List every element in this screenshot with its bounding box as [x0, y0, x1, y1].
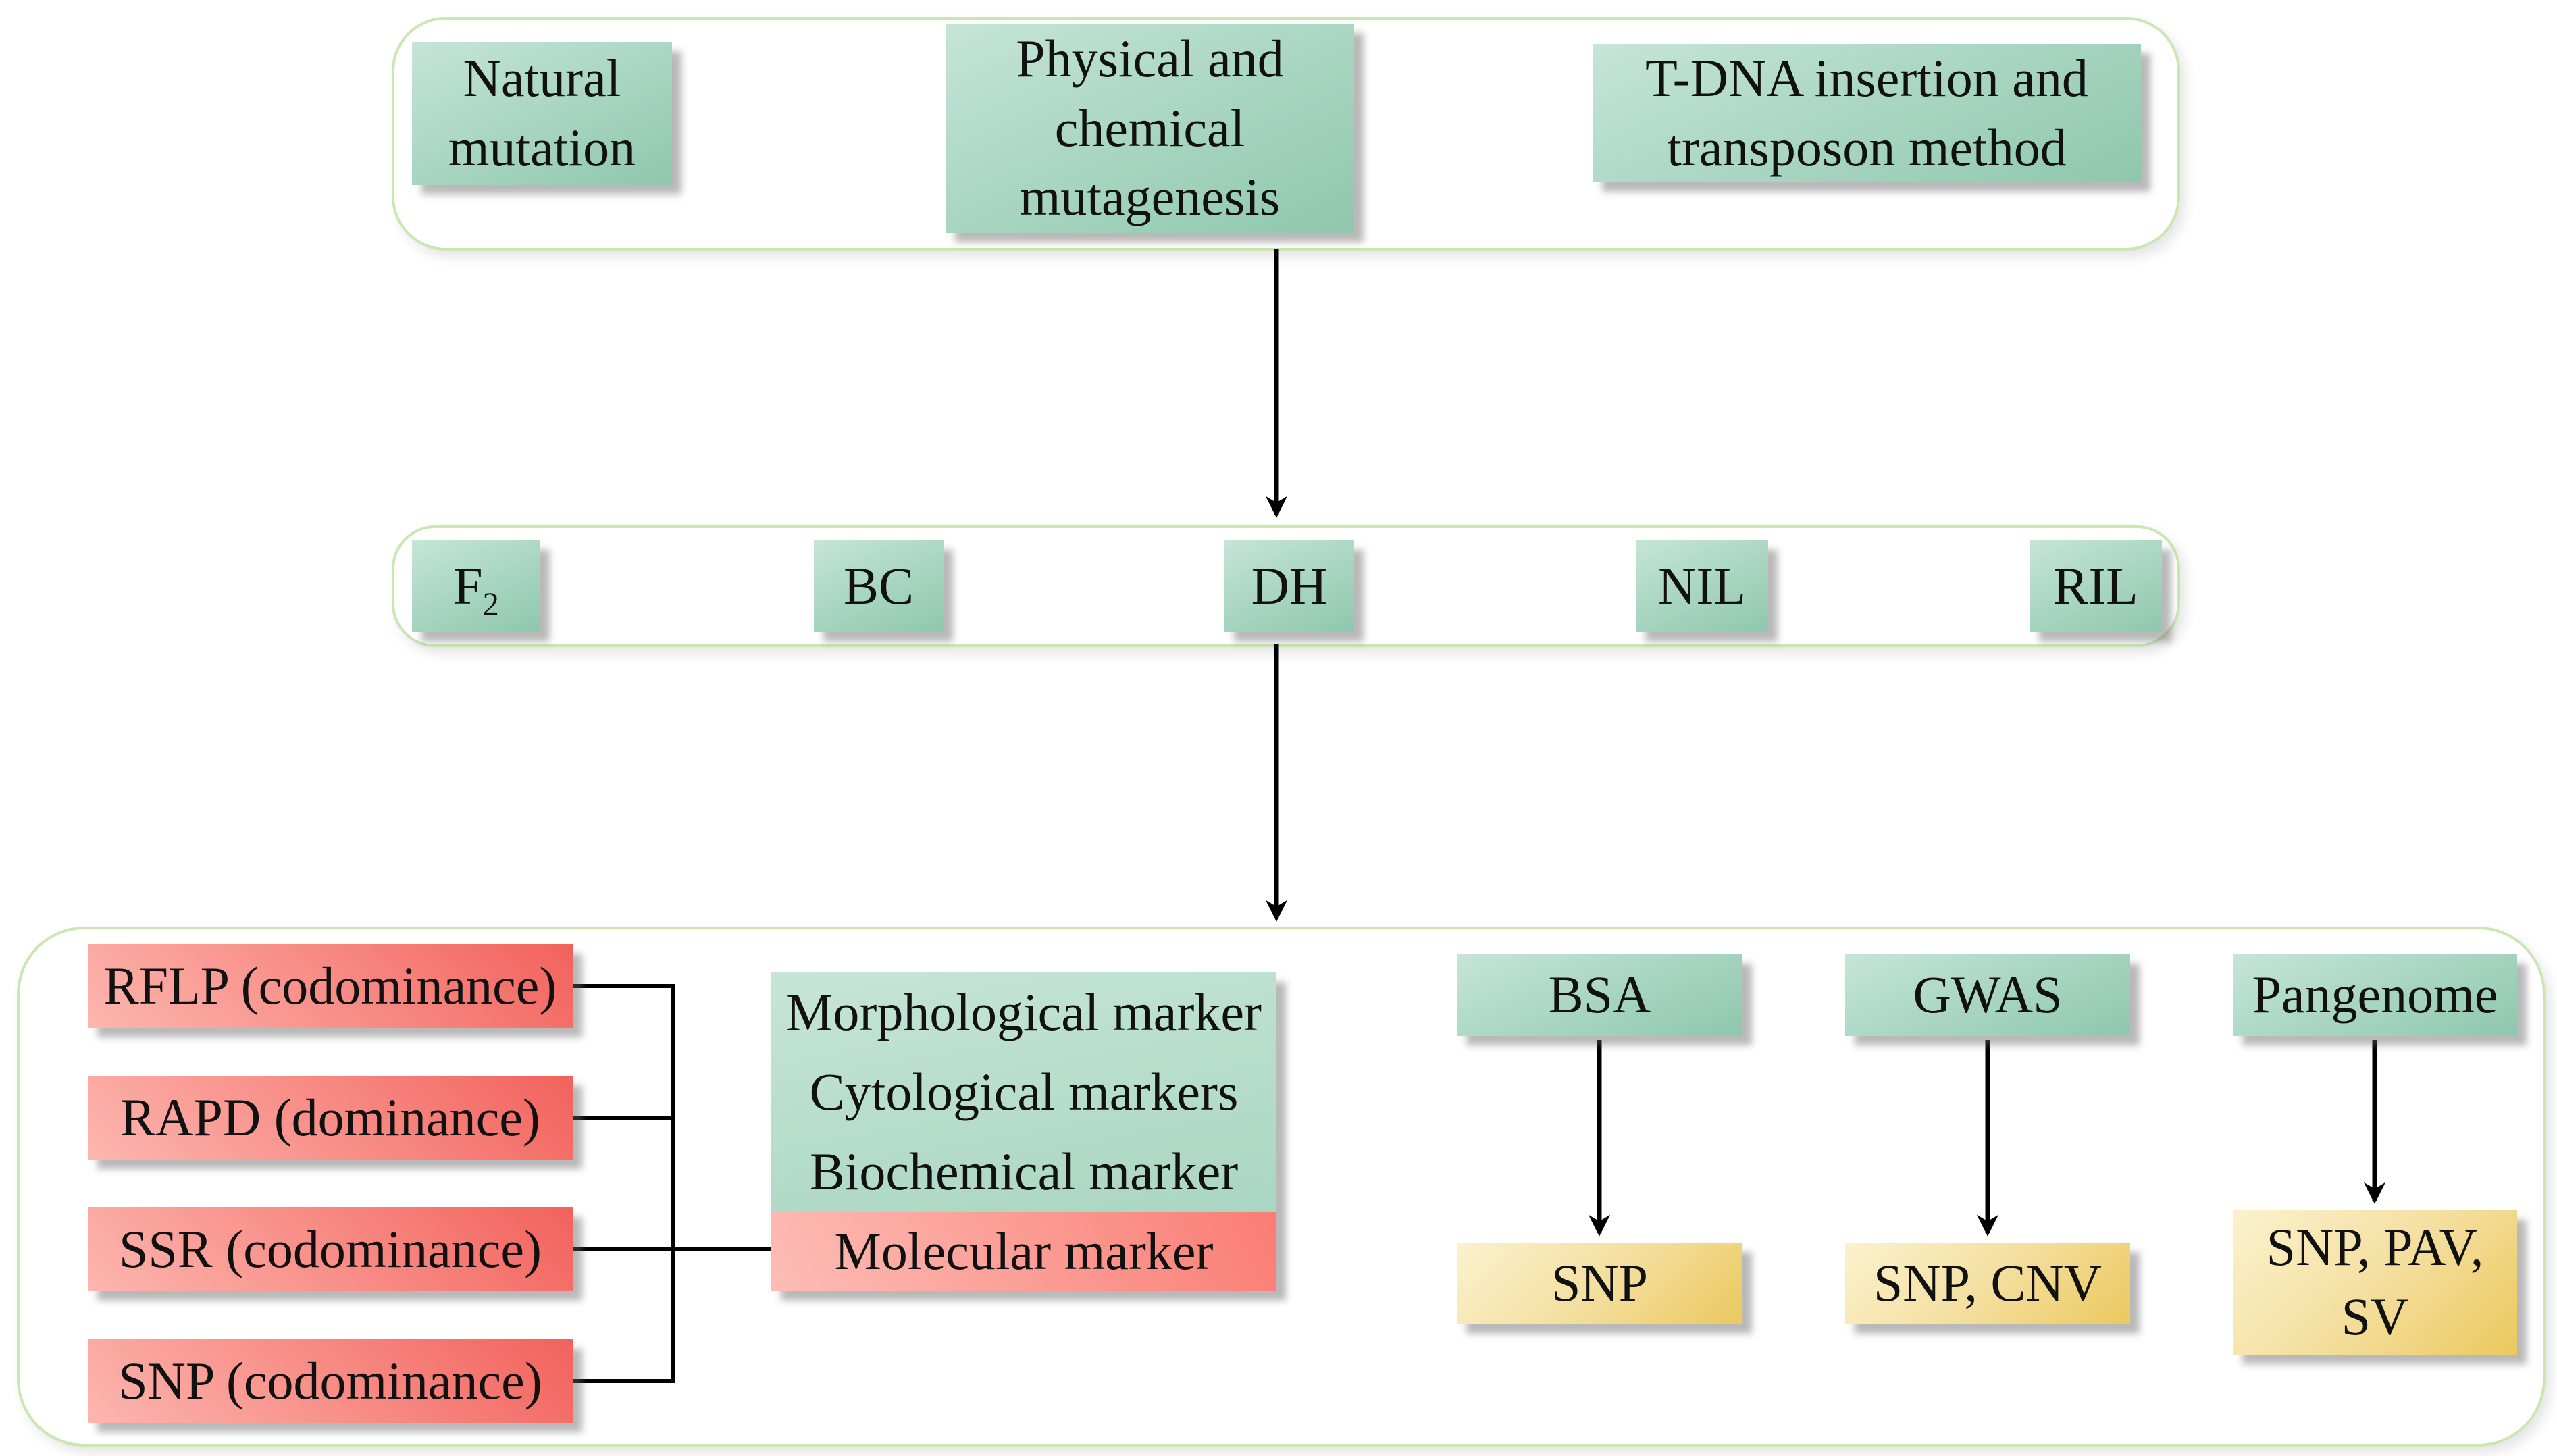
morphological-marker-row: Morphological marker [771, 972, 1276, 1052]
box-bc-population: BC [814, 540, 944, 632]
ril-label: RIL [2053, 556, 2138, 615]
tdna-transposon-label: T-DNA insertion and transposon method [1645, 48, 2088, 177]
box-bsa-result-snp: SNP [1457, 1243, 1742, 1324]
pangenome-label: Pangenome [2252, 965, 2498, 1024]
box-ril-population: RIL [2030, 540, 2162, 632]
box-tdna-transposon: T-DNA insertion and transposon method [1593, 44, 2141, 182]
box-pangenome-method: Pangenome [2233, 954, 2517, 1036]
cytological-markers-row: Cytological markers [771, 1052, 1276, 1132]
box-bsa-method: BSA [1457, 954, 1742, 1036]
ssr-label: SSR (codominance) [118, 1219, 542, 1278]
box-dh-population: DH [1224, 540, 1354, 632]
gwas-label: GWAS [1913, 965, 2063, 1024]
box-snp-codominance: SNP (codominance) [88, 1339, 573, 1423]
box-natural-mutation: Natural mutation [412, 42, 672, 185]
f2-label: F2 [453, 556, 499, 623]
box-gwas-method: GWAS [1845, 954, 2130, 1036]
bc-label: BC [843, 556, 914, 615]
box-pangenome-result-snp-pav-sv: SNP, PAV, SV [2233, 1210, 2517, 1355]
box-physical-chemical-mutagenesis: Physical and chemical mutagenesis [946, 24, 1354, 233]
box-nil-population: NIL [1636, 540, 1768, 632]
snp-codominance-label: SNP (codominance) [118, 1351, 542, 1410]
box-rflp: RFLP (codominance) [88, 944, 573, 1028]
pangenome-result-label: SNP, PAV, SV [2266, 1218, 2484, 1346]
marker-classes-box: Morphological marker Cytological markers… [771, 972, 1276, 1291]
natural-mutation-label: Natural mutation [448, 49, 636, 177]
gwas-result-label: SNP, CNV [1873, 1253, 2102, 1313]
rapd-label: RAPD (dominance) [120, 1087, 540, 1147]
bsa-result-label: SNP [1551, 1253, 1649, 1313]
morphological-marker-label: Morphological marker [786, 983, 1262, 1041]
box-gwas-result-snp-cnv: SNP, CNV [1845, 1243, 2130, 1324]
molecular-marker-row: Molecular marker [771, 1212, 1276, 1291]
box-ssr: SSR (codominance) [88, 1207, 573, 1291]
dh-label: DH [1251, 556, 1328, 615]
physical-chemical-label: Physical and chemical mutagenesis [1016, 28, 1284, 227]
cytological-markers-label: Cytological markers [809, 1062, 1239, 1121]
biochemical-marker-row: Biochemical marker [771, 1132, 1276, 1212]
molecular-marker-label: Molecular marker [834, 1222, 1214, 1280]
box-rapd: RAPD (dominance) [88, 1076, 573, 1160]
bsa-label: BSA [1548, 965, 1651, 1024]
rflp-label: RFLP (codominance) [103, 956, 557, 1015]
biochemical-marker-label: Biochemical marker [809, 1142, 1239, 1201]
f2-subscript: 2 [482, 586, 499, 623]
box-f2-population: F2 [412, 540, 540, 632]
nil-label: NIL [1658, 556, 1746, 615]
